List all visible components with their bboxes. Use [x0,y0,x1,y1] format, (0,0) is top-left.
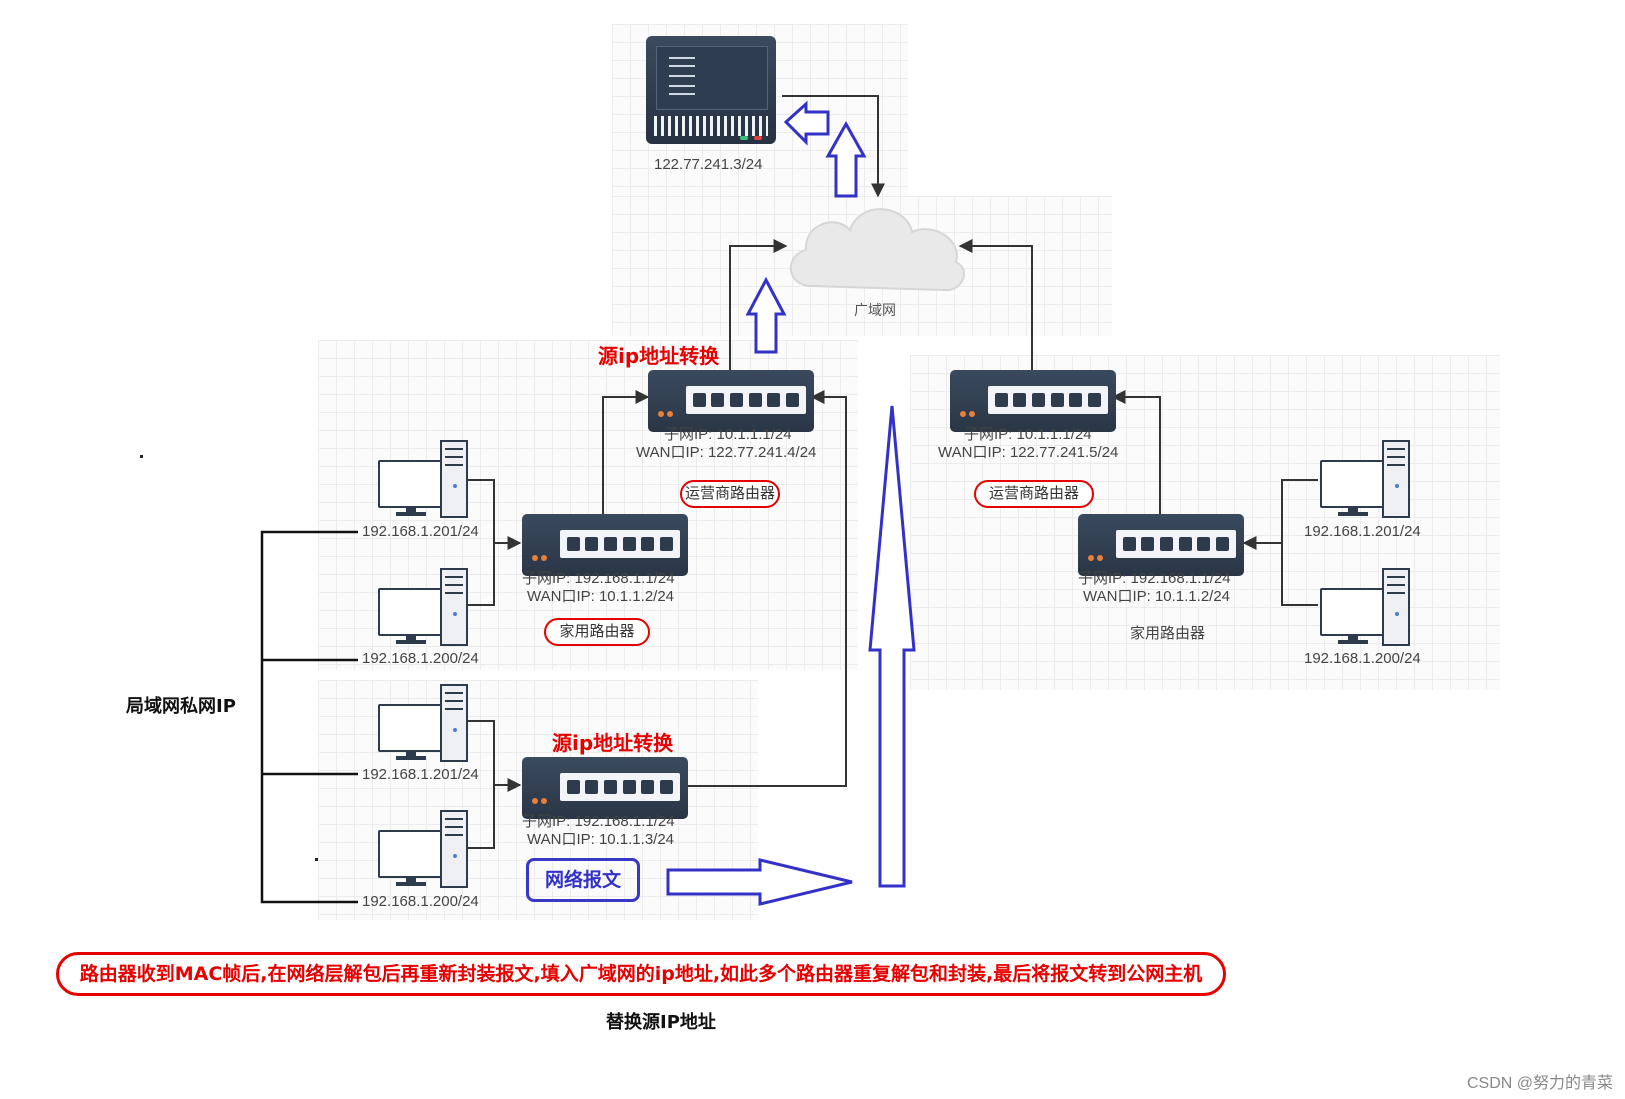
host-ip: 192.168.1.201/24 [362,523,479,540]
stray-dot [315,858,318,861]
isp-router-right-subnet: 子网IP: 10.1.1.1/24 [964,426,1092,443]
pc-icon [378,810,470,888]
isp-router-left-icon [648,370,814,432]
isp-router-left-subnet: 子网IP: 10.1.1.1/24 [664,426,792,443]
host-ip: 192.168.1.200/24 [1304,650,1421,667]
caption: 替换源IP地址 [606,1012,716,1033]
pc-icon [378,440,470,518]
isp-router-right-icon [950,370,1116,432]
stray-dot [140,455,143,458]
packet-label: 网络报文 [526,858,640,902]
home-router-left-top-name: 家用路由器 [544,618,650,646]
host-ip: 192.168.1.200/24 [362,893,479,910]
host-ip: 192.168.1.201/24 [1304,523,1421,540]
home-router-right-icon [1078,514,1244,576]
home-router-right-name: 家用路由器 [1130,625,1206,642]
pc-icon [378,568,470,646]
public-server-icon [646,36,776,144]
pc-icon [1320,568,1412,646]
home-router-left-bottom-wan: WAN口IP: 10.1.1.3/24 [527,831,675,848]
blue-arrow-up-icon [745,276,787,354]
host-ip: 192.168.1.201/24 [362,766,479,783]
home-router-left-top-wan: WAN口IP: 10.1.1.2/24 [527,588,675,605]
blue-arrow-left-icon [783,100,830,146]
blue-arrow-up-large-icon [868,405,916,888]
blue-arrow-right-icon [666,858,853,906]
host-ip: 192.168.1.200/24 [362,650,479,667]
home-router-right-wan: WAN口IP: 10.1.1.2/24 [1083,588,1231,605]
home-router-left-top-icon [522,514,688,576]
home-router-left-bottom-icon [522,757,688,819]
home-router-left-top-subnet: 子网IP: 192.168.1.1/24 [522,570,675,587]
isp-router-left-wan: WAN口IP: 122.77.241.4/24 [636,444,817,461]
cloud-icon [789,208,965,292]
blue-arrow-up-icon [825,120,867,198]
server-ip: 122.77.241.3/24 [654,156,763,173]
explanation-note: 路由器收到MAC帧后,在网络层解包后再重新封装报文,填入广域网的ip地址,如此多… [56,952,1226,996]
home-router-left-bottom-subnet: 子网IP: 192.168.1.1/24 [522,813,675,830]
nat-title-bottom: 源ip地址转换 [552,731,674,755]
cloud-label: 广域网 [854,302,896,318]
pc-icon [378,684,470,762]
isp-router-left-name: 运营商路由器 [680,480,780,508]
lan-label: 局域网私网IP [126,696,236,717]
pc-icon [1320,440,1412,518]
watermark: CSDN @努力的青菜 [1466,1075,1613,1092]
isp-router-right-wan: WAN口IP: 122.77.241.5/24 [938,444,1119,461]
nat-title-top: 源ip地址转换 [598,344,720,368]
isp-router-right-name: 运营商路由器 [974,480,1094,508]
home-router-right-subnet: 子网IP: 192.168.1.1/24 [1078,570,1231,587]
